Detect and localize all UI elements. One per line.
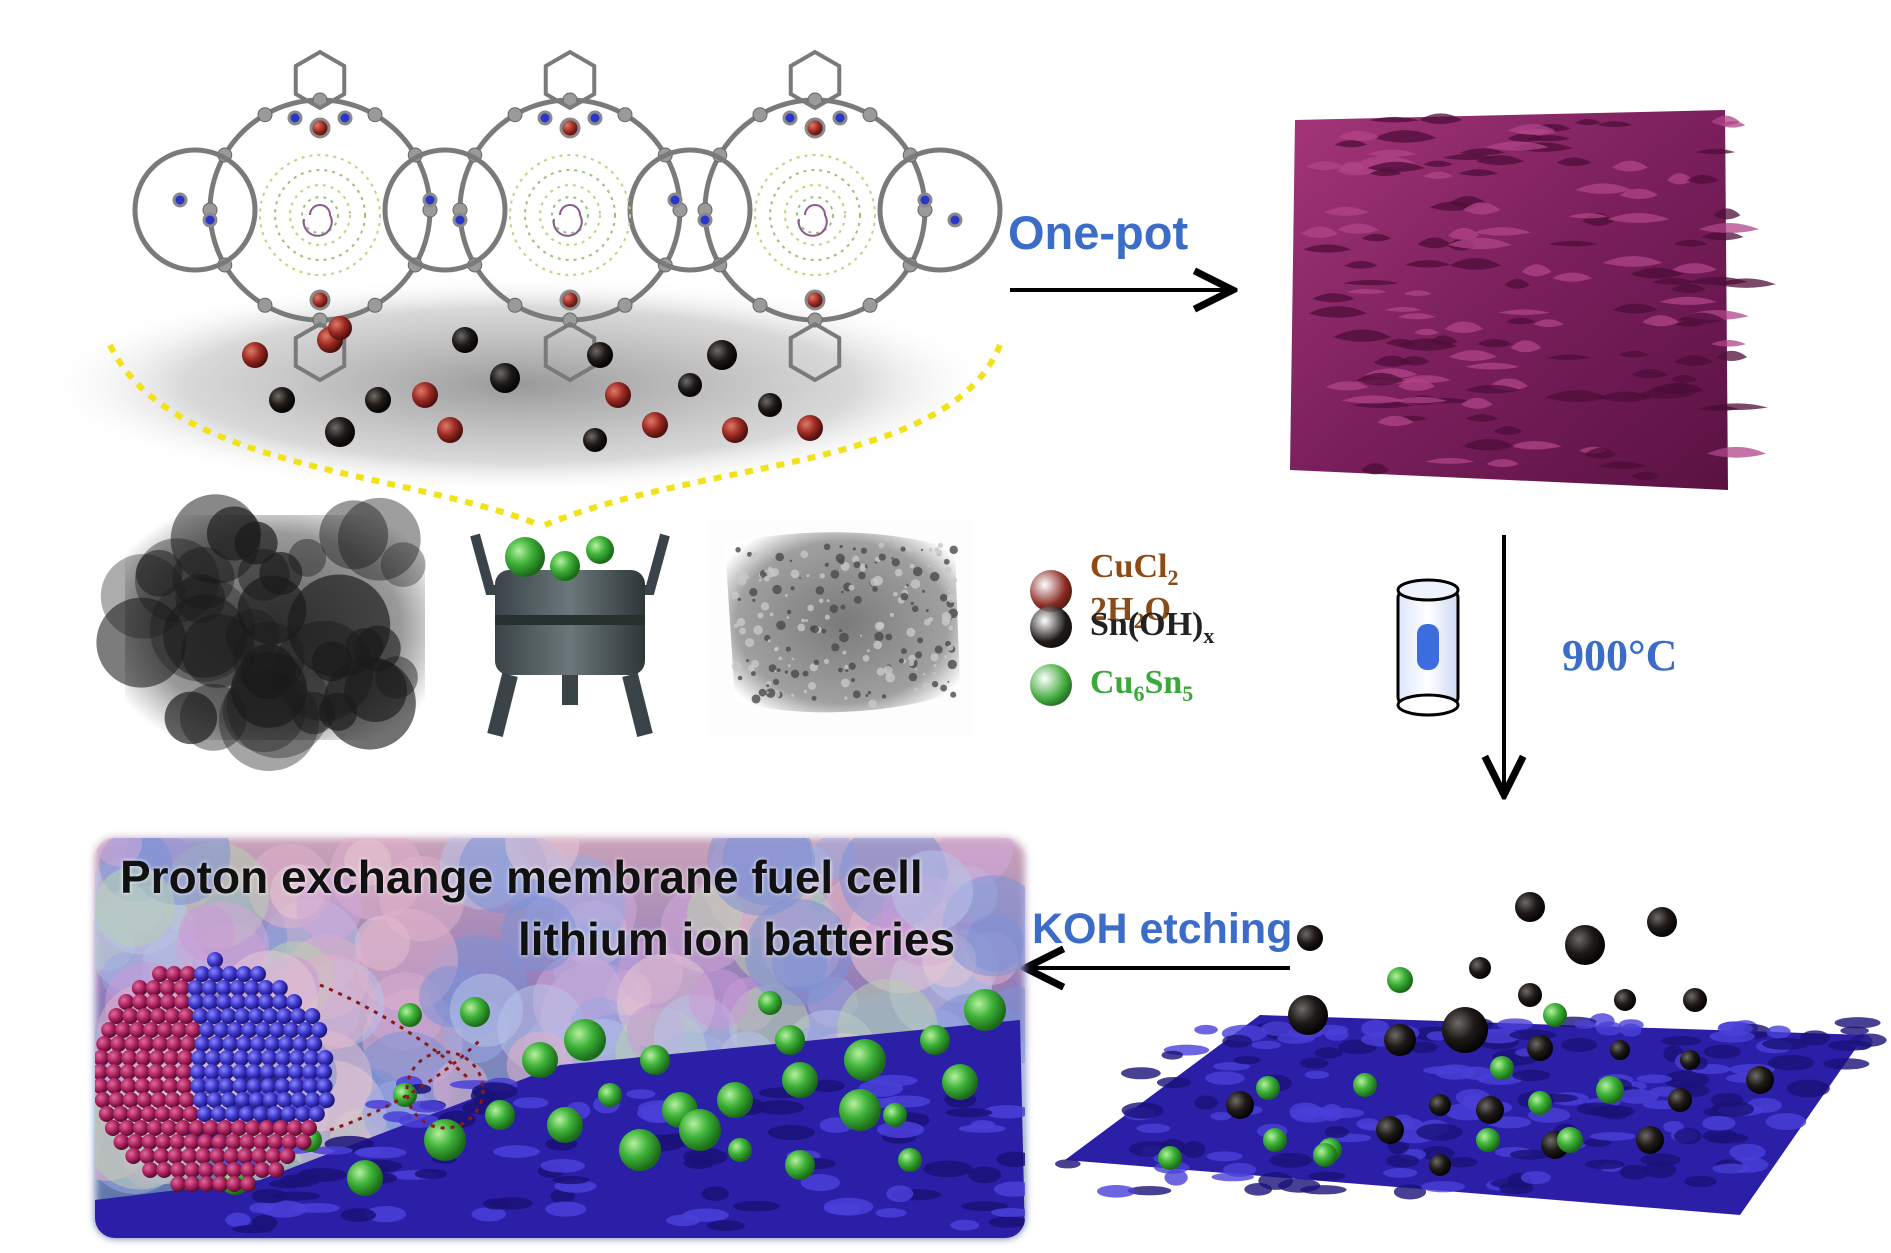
metal-precursor-dots — [242, 316, 823, 452]
pore-spirals — [259, 154, 876, 276]
legend-swatch-snoh — [1030, 606, 1072, 649]
application-line-1: Proton exchange membrane fuel cell — [120, 851, 923, 903]
application-line-2: lithium ion batteries — [518, 913, 956, 965]
porous-cube — [1290, 110, 1776, 490]
dashed-connector-right — [543, 343, 1003, 528]
furnace-tube-icon — [1396, 578, 1460, 717]
legend-swatch-cu6sn5 — [1030, 664, 1072, 707]
legend-label-cucl2: CuCl2 2H2O — [1090, 548, 1179, 633]
grey-cloud — [40, 275, 1000, 495]
legend-label-cu6sn5: Cu6Sn5 — [1090, 664, 1194, 706]
dashed-connector-left — [107, 343, 542, 528]
legend-item-cucl2: CuCl2 2H2O — [1030, 548, 1178, 634]
legend-swatch-cucl2 — [1030, 569, 1072, 612]
cube-texture — [1300, 113, 1776, 481]
label-koh-etching: KOH etching — [1032, 905, 1293, 953]
tripod-vessel — [470, 533, 670, 737]
framework-panel — [40, 49, 1003, 528]
etched-sheet — [1055, 892, 1887, 1215]
legend-label-snoh: Sn(OH)x — [1090, 606, 1215, 648]
sheet-particles — [1158, 892, 1774, 1176]
application-panel — [95, 838, 1025, 1238]
label-temperature: 900°C — [1562, 631, 1678, 680]
tem-image-left — [96, 494, 426, 772]
porphyrin-framework — [132, 49, 1003, 383]
legend-item-snoh: Sn(OH)x — [1030, 606, 1214, 649]
core-shell-sphere — [95, 952, 335, 1192]
tem-image-right — [708, 520, 973, 735]
label-one-pot: One-pot — [1008, 206, 1189, 259]
legend-item-cu6sn5: Cu6Sn5 — [1030, 664, 1193, 707]
